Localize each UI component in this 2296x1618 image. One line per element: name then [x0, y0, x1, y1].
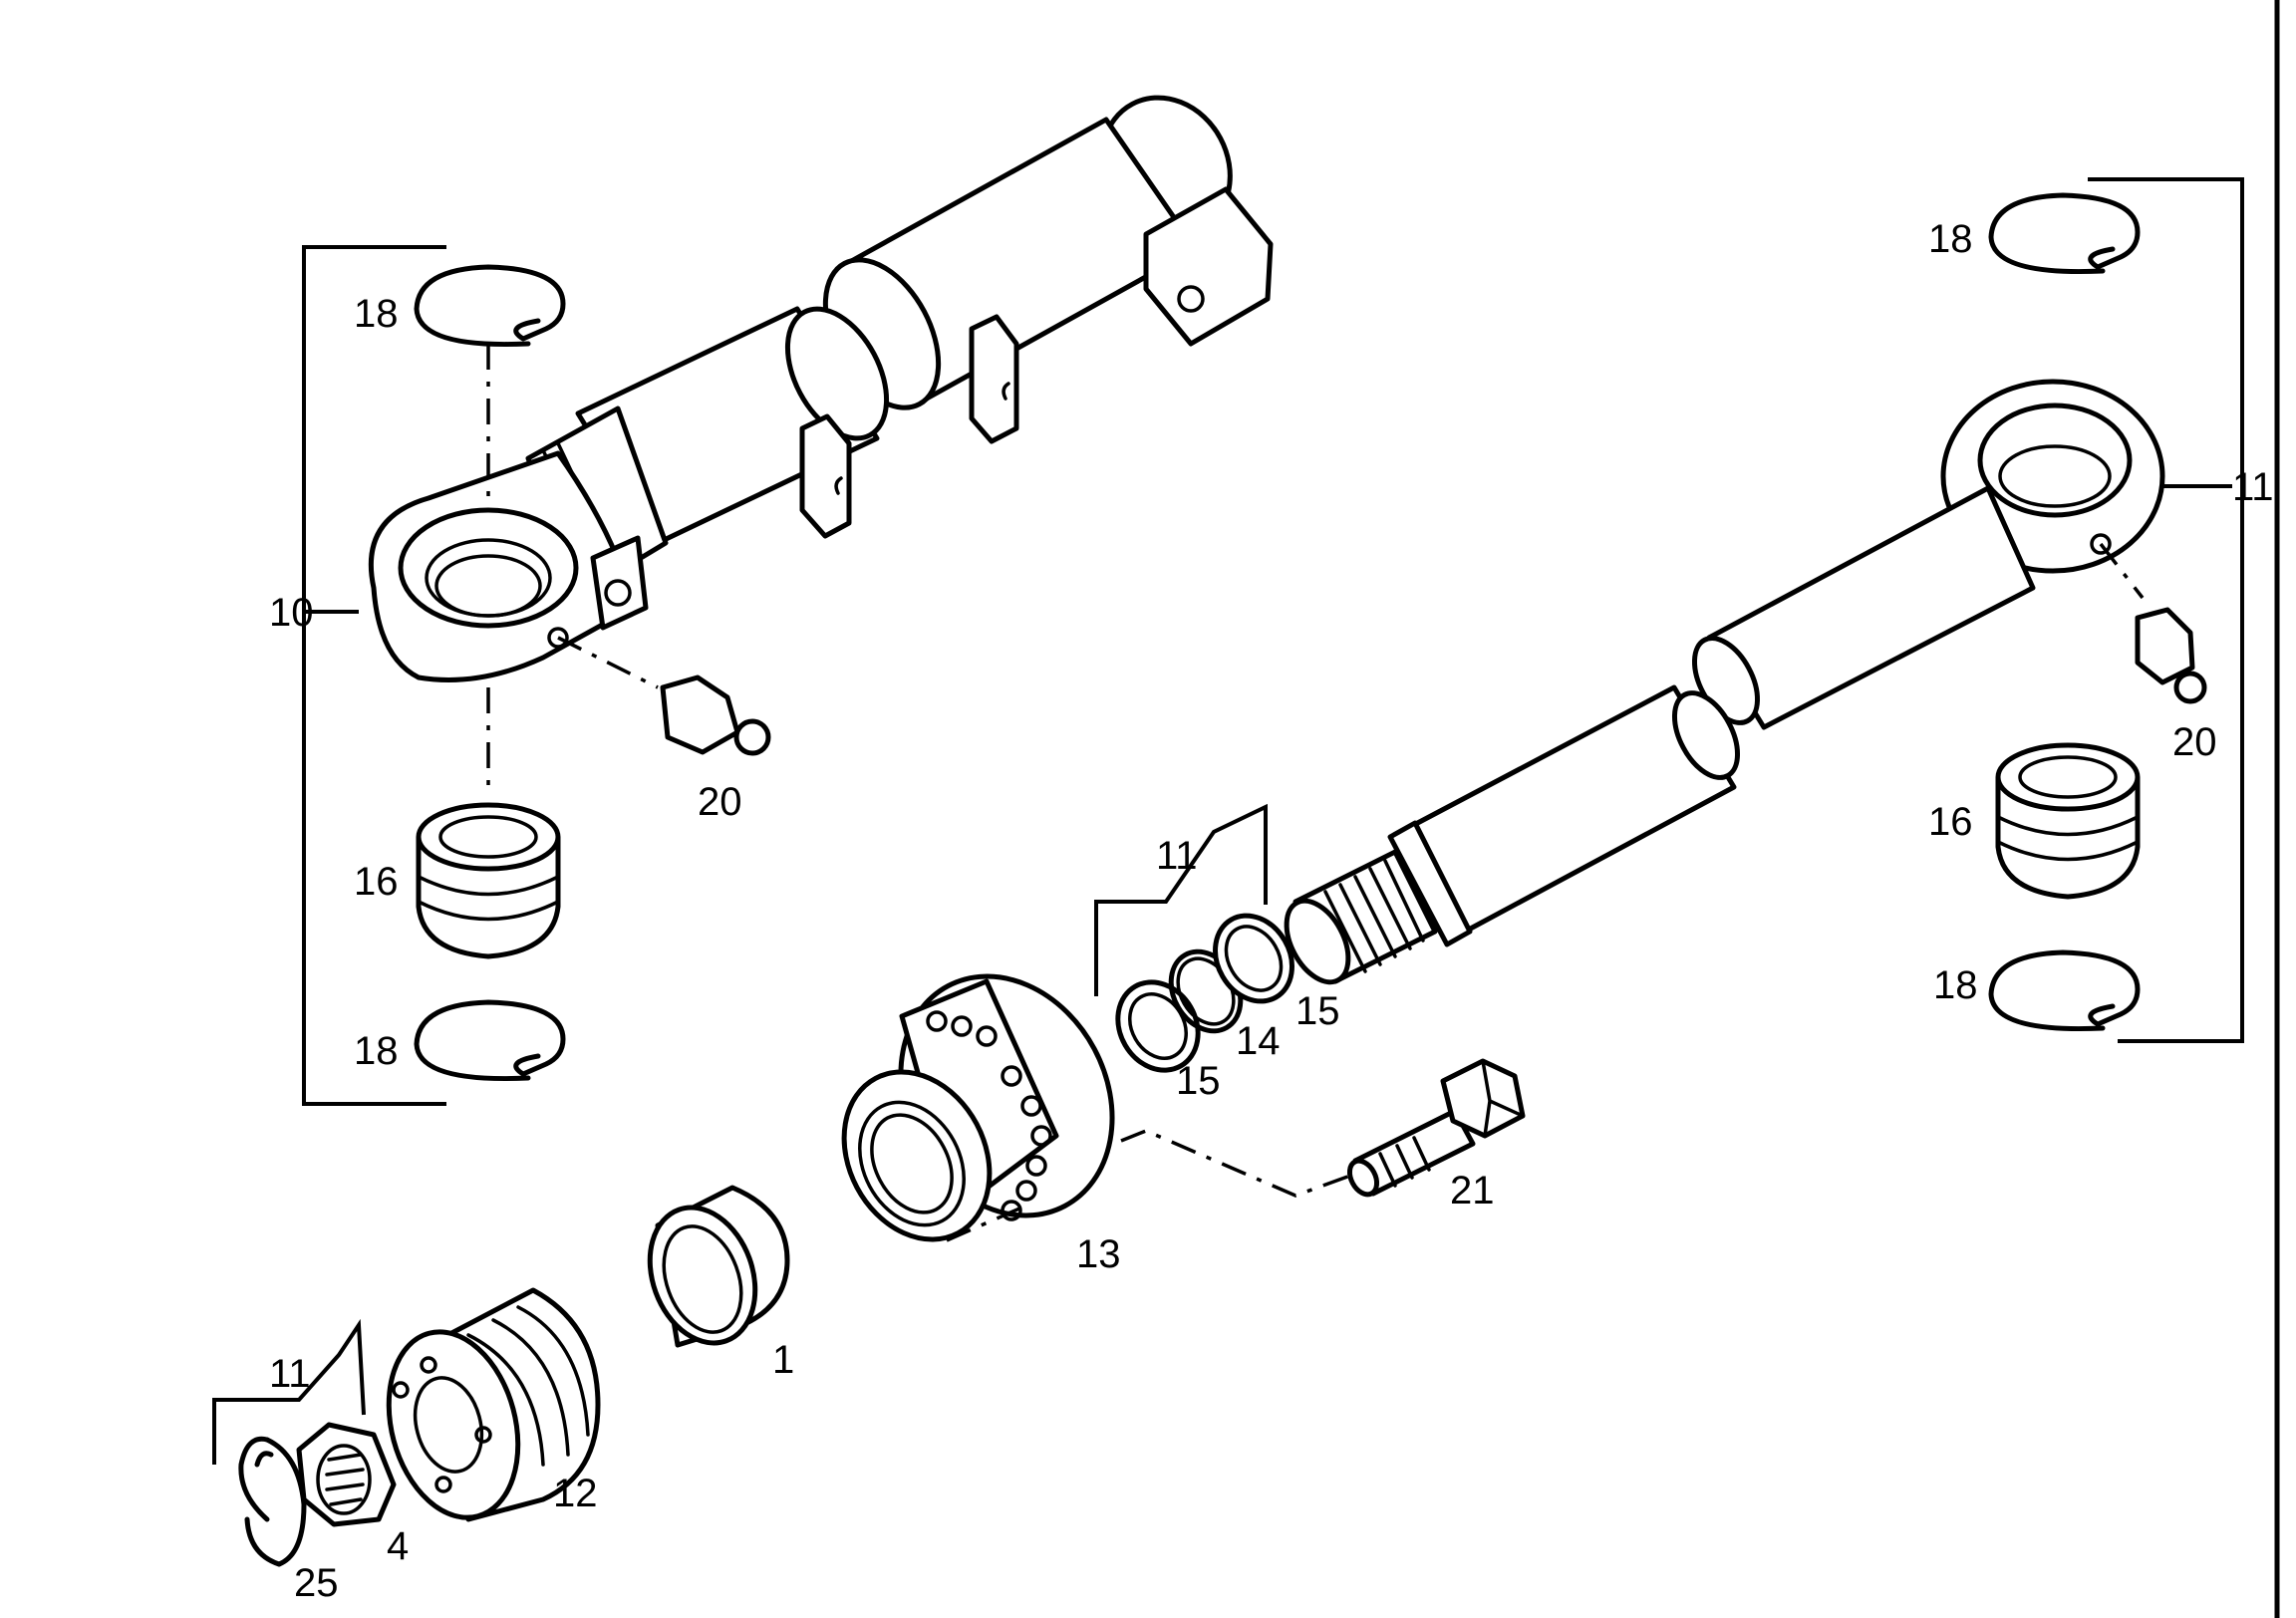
bracket-bottom-kit: [212, 1318, 366, 1465]
bushing-left: [416, 802, 561, 959]
label-13: 13: [1076, 1232, 1121, 1276]
piston-rod: [1284, 379, 2165, 985]
snap-ring-bottom-right: [1988, 949, 2141, 1032]
label-16-left: 16: [354, 860, 399, 904]
piston: [386, 1287, 601, 1522]
label-20-left: 20: [698, 780, 742, 824]
wear-ring: [647, 1185, 790, 1348]
snap-ring-25: [238, 1436, 307, 1567]
label-11-bottom: 11: [269, 1352, 311, 1396]
bracket-right: [2088, 177, 2244, 1043]
cylinder-head: [841, 973, 1115, 1242]
label-12: 12: [553, 1472, 598, 1515]
label-14: 14: [1236, 1019, 1281, 1063]
snap-ring-top-left: [414, 264, 566, 348]
label-10: 10: [269, 591, 314, 635]
label-21: 21: [1450, 1169, 1495, 1213]
label-25: 25: [294, 1561, 339, 1605]
snap-ring-bottom-left: [414, 999, 566, 1082]
label-15-back: 15: [1295, 989, 1340, 1033]
grease-nipple-left: [660, 674, 771, 756]
label-18-top-left: 18: [354, 292, 399, 336]
bracket-seal-kit: [1094, 803, 1268, 996]
bushing-right: [1995, 742, 2141, 900]
label-15-front: 15: [1176, 1059, 1221, 1103]
bolt: [1346, 1058, 1526, 1198]
label-11-right: 11: [2232, 465, 2274, 509]
label-4: 4: [387, 1524, 409, 1568]
label-20-right: 20: [2172, 720, 2217, 764]
snap-ring-top-right: [1988, 192, 2141, 275]
axis-line: [946, 1204, 1027, 1242]
label-11-middle: 11: [1156, 834, 1198, 878]
label-18-top-right: 18: [1928, 217, 1973, 261]
label-18-bottom-left: 18: [354, 1029, 399, 1073]
grease-nipple-right: [2099, 542, 2207, 704]
nut: [296, 1422, 397, 1527]
label-1: 1: [772, 1338, 794, 1382]
axis-line: [1120, 1129, 1351, 1198]
axis-line: [557, 636, 659, 689]
bracket-left: [302, 245, 446, 1106]
cylinder-barrel: [368, 95, 1274, 682]
label-16-right: 16: [1928, 800, 1973, 844]
label-18-bottom-right: 18: [1933, 963, 1978, 1007]
seal-ring-15-back: [1213, 913, 1294, 1004]
